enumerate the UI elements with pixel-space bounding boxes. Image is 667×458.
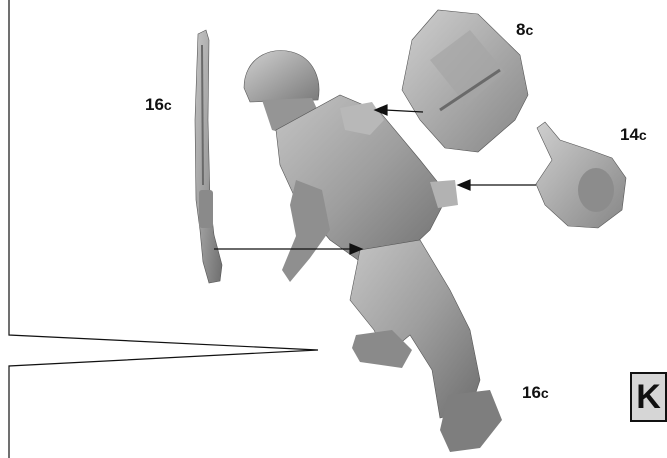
part-number-soldier-figure: 16c xyxy=(522,384,549,401)
canteen-pouch-part xyxy=(536,122,626,228)
rifle-part xyxy=(195,30,222,283)
part-number-backpack: 8c xyxy=(516,21,533,38)
part-number-canteen-pouch: 14c xyxy=(620,126,647,143)
part-number-rifle: 16c xyxy=(145,96,172,113)
backpack-part xyxy=(402,10,528,152)
step-letter-box: K xyxy=(630,372,667,422)
